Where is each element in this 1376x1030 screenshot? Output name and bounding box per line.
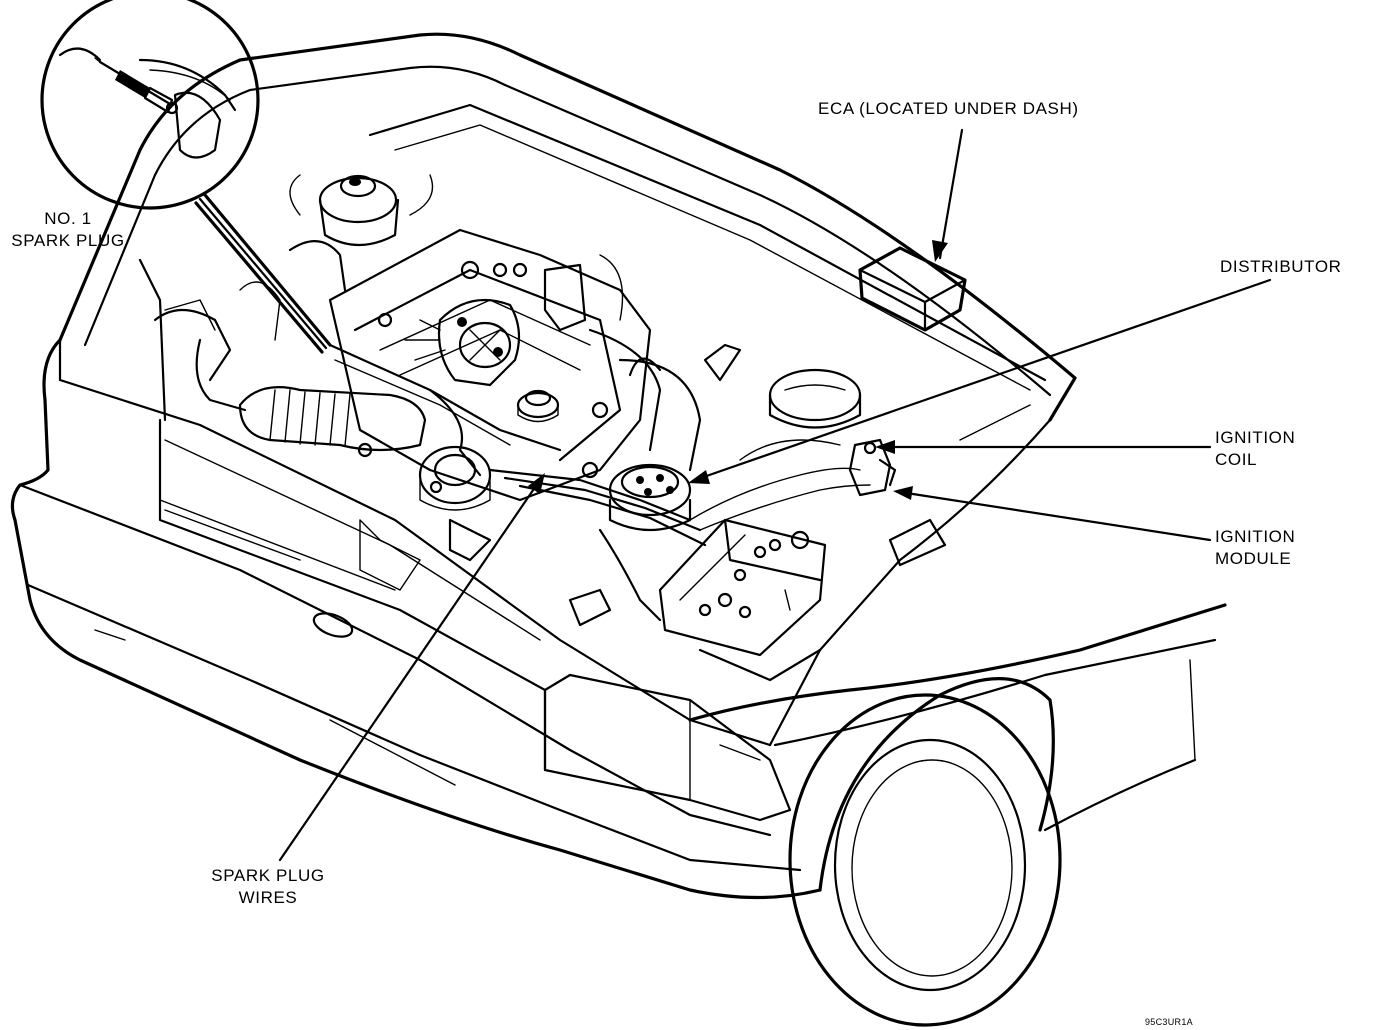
leader-ignition-module: [898, 490, 1212, 542]
air-intake-hose: [153, 309, 427, 452]
right-inner-fender: [768, 418, 1052, 747]
wheel-arch: [818, 677, 1055, 892]
alternator: [418, 445, 492, 511]
leader-distributor: [693, 278, 1272, 482]
label-spark-plug-wires-line1: SPARK PLUG: [211, 866, 325, 885]
leader-no1-spark-plug: [203, 193, 332, 347]
label-ignition-module-line1: IGNITION: [1215, 527, 1296, 546]
leader-lines: [194, 128, 1272, 862]
label-eca-text: ECA (LOCATED UNDER DASH): [818, 99, 1079, 118]
left-strut-tower: [289, 174, 434, 246]
label-no1-spark-plug-line2: SPARK PLUG: [11, 231, 125, 250]
label-eca: ECA (LOCATED UNDER DASH): [818, 98, 1079, 120]
spark-plug-inset: [40, 0, 260, 210]
battery: [658, 518, 827, 657]
leader-eca: [938, 128, 964, 260]
grille-top: [58, 378, 772, 747]
engine-bay-components: [153, 174, 947, 657]
label-distributor-text: DISTRIBUTOR: [1220, 257, 1342, 276]
hood-outline: [58, 32, 1077, 422]
left-inner-fender: [58, 258, 167, 422]
car-body: [10, 32, 1227, 1027]
figure-code: 95C3UR1A: [1145, 1017, 1193, 1027]
eca-box: [858, 246, 967, 332]
label-ignition-coil-line1: IGNITION: [1215, 428, 1296, 447]
label-spark-plug-wires: SPARK PLUG WIRES: [198, 865, 338, 909]
label-ignition-module: IGNITION MODULE: [1215, 526, 1295, 570]
front-fascia: [10, 338, 822, 900]
label-no1-spark-plug-line1: NO. 1: [44, 209, 92, 228]
grille-upper-box: [158, 418, 547, 772]
label-no1-spark-plug: NO. 1 SPARK PLUG: [2, 208, 134, 252]
label-spark-plug-wires-line2: WIRES: [238, 888, 298, 907]
distributor: [598, 463, 692, 622]
fender-line: [688, 603, 1227, 722]
right-strut-tower: [768, 368, 862, 429]
label-ignition-coil-line2: COIL: [1215, 450, 1258, 469]
label-ignition-module-line2: MODULE: [1215, 549, 1292, 568]
grille-emblem: [312, 612, 354, 638]
spark-plug-wires: [328, 343, 871, 547]
hood-inner-edge: [83, 65, 1052, 397]
ignition-coil: [848, 438, 897, 497]
throttle-body: [404, 298, 521, 387]
wheel-rim: [833, 738, 1027, 992]
label-ignition-coil: IGNITION COIL: [1215, 427, 1295, 471]
engine-block: [328, 228, 652, 502]
label-distributor: DISTRIBUTOR: [1220, 256, 1342, 278]
headlight: [543, 673, 792, 822]
leader-spark-plug-wires: [278, 478, 542, 862]
bumper-lower: [26, 583, 802, 872]
cowl-line: [368, 103, 1047, 382]
bumper-top: [18, 483, 772, 837]
tire: [788, 693, 1062, 1027]
wheel-hub: [851, 759, 1013, 977]
inset-circle: [40, 0, 260, 210]
